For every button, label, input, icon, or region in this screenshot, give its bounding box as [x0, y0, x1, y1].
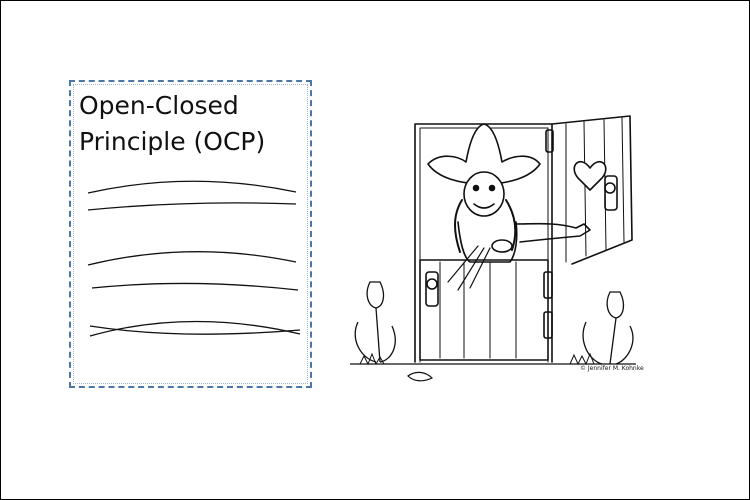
- title-line-1: Open-Closed: [79, 91, 239, 120]
- door-knob: [426, 278, 438, 290]
- wave-line-1: [87, 180, 297, 194]
- illustration-credit: © Jennifer M. Kohnke: [580, 365, 644, 372]
- wave-line-3: [87, 251, 297, 266]
- lower-door: [419, 259, 549, 361]
- title-box-inner-border: [73, 84, 308, 384]
- wave-line-2: [87, 202, 297, 211]
- wave-line-4: [91, 282, 299, 291]
- wave-line-6: [89, 320, 301, 337]
- girl-body: [457, 221, 518, 263]
- heart-icon: [573, 161, 607, 191]
- title-line-2: Principle (OCP): [79, 127, 266, 156]
- illustration: [350, 115, 636, 382]
- girl-face: [463, 171, 505, 217]
- girl-arm: [515, 222, 591, 243]
- tulips: [354, 281, 634, 365]
- wave-line-5: [89, 325, 301, 335]
- title-box: [69, 80, 312, 388]
- open-upper-door: [551, 115, 633, 265]
- slide-title: Open-Closed Principle (OCP): [79, 88, 299, 160]
